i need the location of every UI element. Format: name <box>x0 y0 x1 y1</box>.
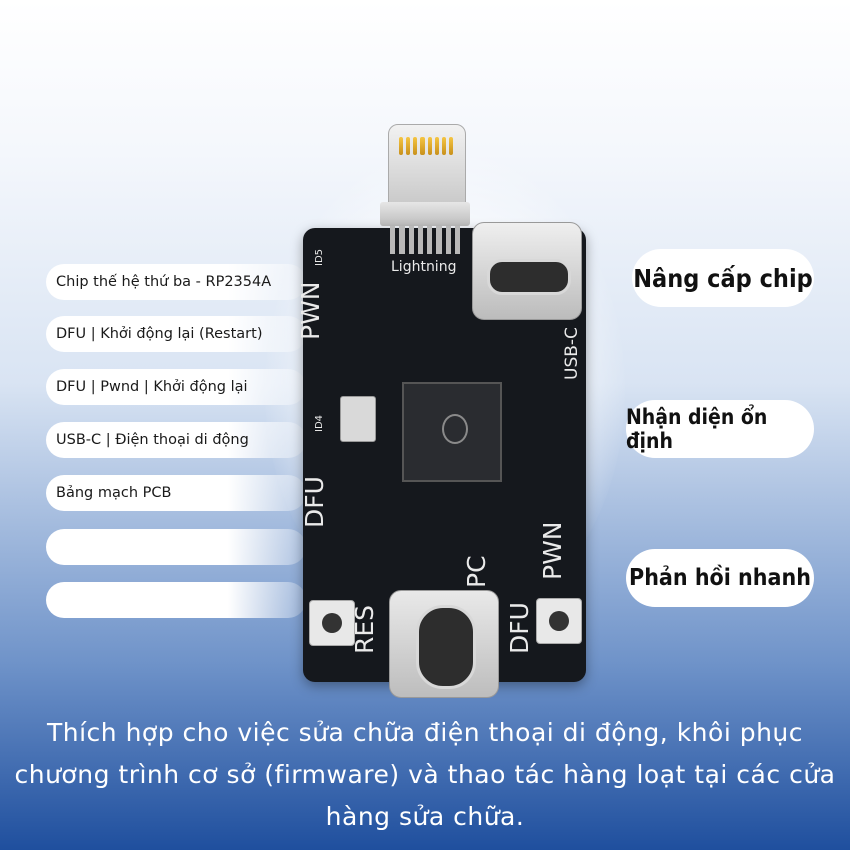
feature-label: Bảng mạch PCB <box>56 485 172 501</box>
feature-badge-chip-upgrade: Nâng cấp chip <box>632 249 814 307</box>
feature-label: Chip thế hệ thứ ba - RP2354A <box>56 274 272 290</box>
lightning-connector-icon <box>388 124 466 208</box>
silk-pc: PC <box>462 555 491 588</box>
feature-pill-2: DFU | Khởi động lại (Restart) <box>46 316 306 352</box>
crystal-oscillator <box>340 396 376 442</box>
raspberry-logo-icon <box>442 414 468 444</box>
feature-badge-label: Nhận diện ổn định <box>626 405 768 453</box>
feature-label: USB-C | Điện thoại di động <box>56 432 249 448</box>
reset-button[interactable] <box>309 600 355 646</box>
feature-pill-5: Bảng mạch PCB <box>46 475 306 511</box>
silk-pwn-top: PWN <box>296 281 325 341</box>
feature-label: DFU | Pwnd | Khởi động lại <box>56 379 248 395</box>
feature-badge-stable-detection: Nhận diện ổn định <box>626 400 814 458</box>
silk-dfu-bottom: DFU <box>505 602 534 654</box>
feature-pill-3: DFU | Pwnd | Khởi động lại <box>46 369 306 405</box>
usb-c-port-top-icon <box>472 222 582 320</box>
lightning-connector-neck <box>380 202 470 226</box>
feature-badge-fast-response: Phản hồi nhanh <box>626 549 814 607</box>
silk-dfu-left: DFU <box>300 476 329 528</box>
silk-lightning: Lightning <box>391 259 457 275</box>
feature-pill-6 <box>46 529 306 565</box>
silk-pwn-bottom: PWN <box>538 521 567 581</box>
silk-res: RES <box>350 604 379 654</box>
feature-pill-1: Chip thế hệ thứ ba - RP2354A <box>46 264 306 300</box>
silk-usb-c: USB-C <box>562 327 582 380</box>
silk-id5: ID5 <box>314 248 325 266</box>
silk-id4: ID4 <box>314 414 325 432</box>
feature-badge-label: Phản hồi nhanh <box>629 565 811 591</box>
lightning-pads <box>390 226 460 254</box>
dfu-button[interactable] <box>536 598 582 644</box>
feature-badge-label: Nâng cấp chip <box>633 263 813 293</box>
rp2354a-chip <box>402 382 502 482</box>
caption-text: Thích hợp cho việc sửa chữa điện thoại d… <box>14 718 836 831</box>
feature-label: DFU | Khởi động lại (Restart) <box>56 326 263 342</box>
usb-c-port-bottom-icon <box>389 590 499 698</box>
feature-pill-7 <box>46 582 306 618</box>
feature-pill-4: USB-C | Điện thoại di động <box>46 422 306 458</box>
